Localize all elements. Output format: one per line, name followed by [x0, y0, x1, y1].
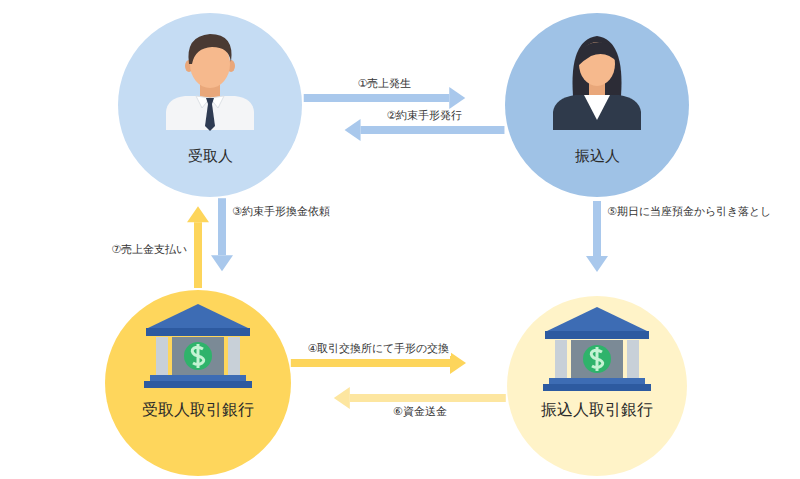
- bank-icon: [543, 307, 651, 391]
- node-label: 受取人取引銀行: [105, 399, 291, 421]
- arrow-label: ②約束手形発行: [385, 109, 465, 123]
- circle-shape: [507, 296, 687, 476]
- circle-node: 受取人取引銀行: [105, 290, 291, 476]
- circle-shape: [105, 290, 291, 476]
- man-icon: [166, 34, 254, 131]
- arrow-label: ④取引交換所にて手形の交換: [305, 342, 451, 356]
- arrow-label: ③約束手形換金依頼: [230, 205, 332, 219]
- circle-shape: [118, 13, 302, 197]
- woman-icon: [553, 36, 641, 130]
- circle-node: 受取人: [118, 13, 302, 197]
- bank-icon: [144, 304, 252, 388]
- arrow-label: ①売上発生: [356, 77, 414, 91]
- arrow-label: ⑦売上金支払い: [109, 243, 189, 257]
- arrow-label: ⑤期日に当座預金から引き落とし: [605, 205, 773, 219]
- circle-node: 振込人取引銀行: [507, 296, 687, 476]
- node-label: 振込人: [505, 146, 689, 167]
- circle-shape: [505, 13, 689, 197]
- node-label: 振込人取引銀行: [507, 399, 687, 421]
- node-label: 受取人: [118, 146, 302, 167]
- arrow-label: ⑥資金送金: [391, 405, 449, 419]
- flow-arrow: [187, 206, 209, 288]
- circle-node: 振込人: [505, 13, 689, 197]
